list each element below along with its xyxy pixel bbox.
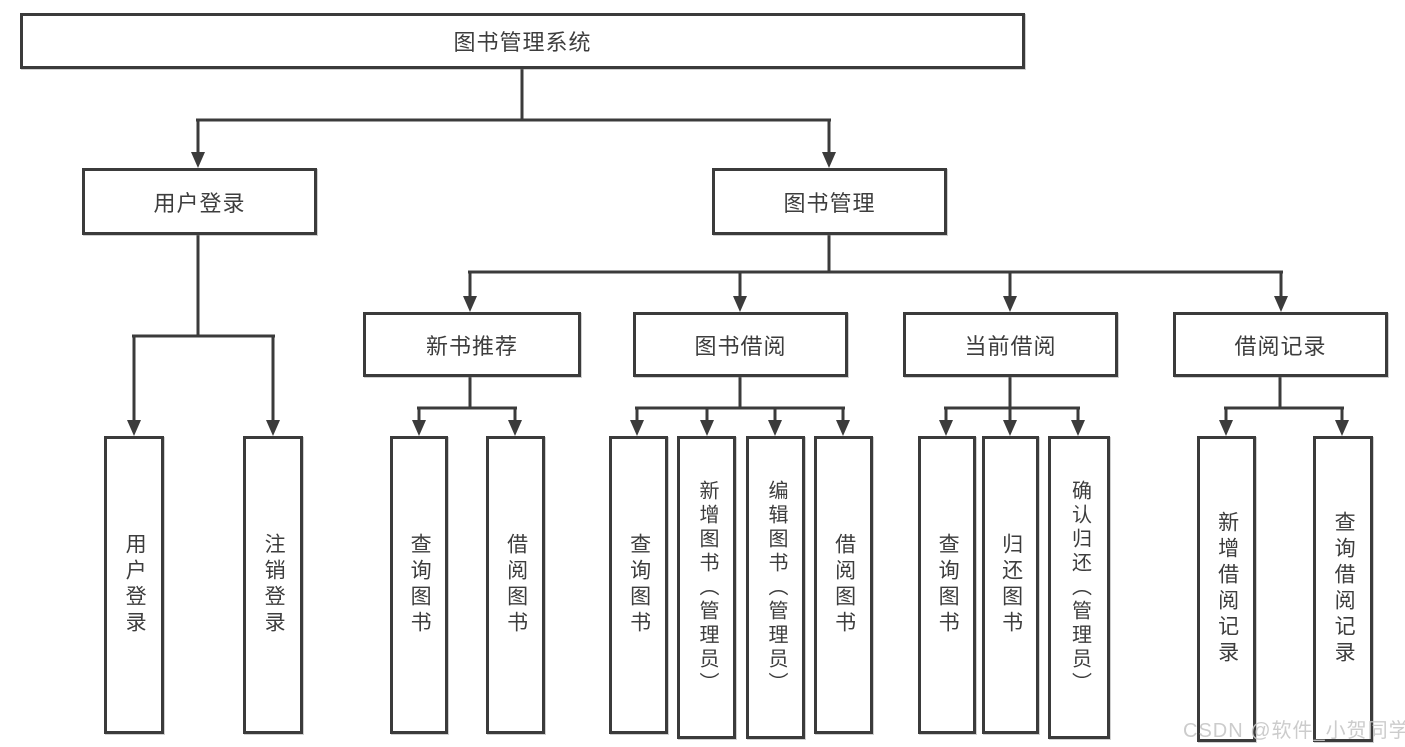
node-query-books-3: 查询图书 bbox=[918, 436, 976, 734]
node-query-books-2: 查询图书 bbox=[609, 436, 668, 734]
connector-borrow-records-children bbox=[1219, 374, 1349, 436]
node-user-login: 用户登录 bbox=[82, 168, 317, 235]
node-current-borrow: 当前借阅 bbox=[903, 312, 1118, 377]
node-add-borrow-record: 新增借阅记录 bbox=[1197, 436, 1256, 742]
connector-user-login-children bbox=[127, 232, 280, 436]
node-add-books-admin: 新增图书（管理员） bbox=[677, 436, 736, 739]
node-library-management-system: 图书管理系统 bbox=[20, 13, 1025, 69]
node-edit-books-admin: 编辑图书（管理员） bbox=[746, 436, 805, 739]
node-user-login-leaf: 用户登录 bbox=[104, 436, 164, 734]
node-book-management: 图书管理 bbox=[712, 168, 947, 235]
node-book-borrow: 图书借阅 bbox=[633, 312, 848, 377]
node-new-book-recommend: 新书推荐 bbox=[363, 312, 581, 377]
node-confirm-return-admin: 确认归还（管理员） bbox=[1048, 436, 1110, 739]
node-borrow-records: 借阅记录 bbox=[1173, 312, 1388, 377]
node-borrow-books-1: 借阅图书 bbox=[486, 436, 545, 734]
connector-book-borrow-children bbox=[630, 374, 850, 436]
connector-current-borrow-children bbox=[939, 374, 1085, 436]
node-borrow-books-2: 借阅图书 bbox=[814, 436, 873, 734]
connector-new-book-recommend-children bbox=[412, 374, 522, 436]
node-return-books: 归还图书 bbox=[982, 436, 1039, 734]
node-query-borrow-record: 查询借阅记录 bbox=[1313, 436, 1373, 742]
node-logout: 注销登录 bbox=[243, 436, 303, 734]
connector-root-to-level2 bbox=[191, 66, 836, 168]
watermark-text: CSDN @软件_小贺同学 bbox=[1183, 720, 1405, 742]
node-query-books-1: 查询图书 bbox=[390, 436, 448, 734]
connector-book-management-children bbox=[463, 232, 1288, 312]
